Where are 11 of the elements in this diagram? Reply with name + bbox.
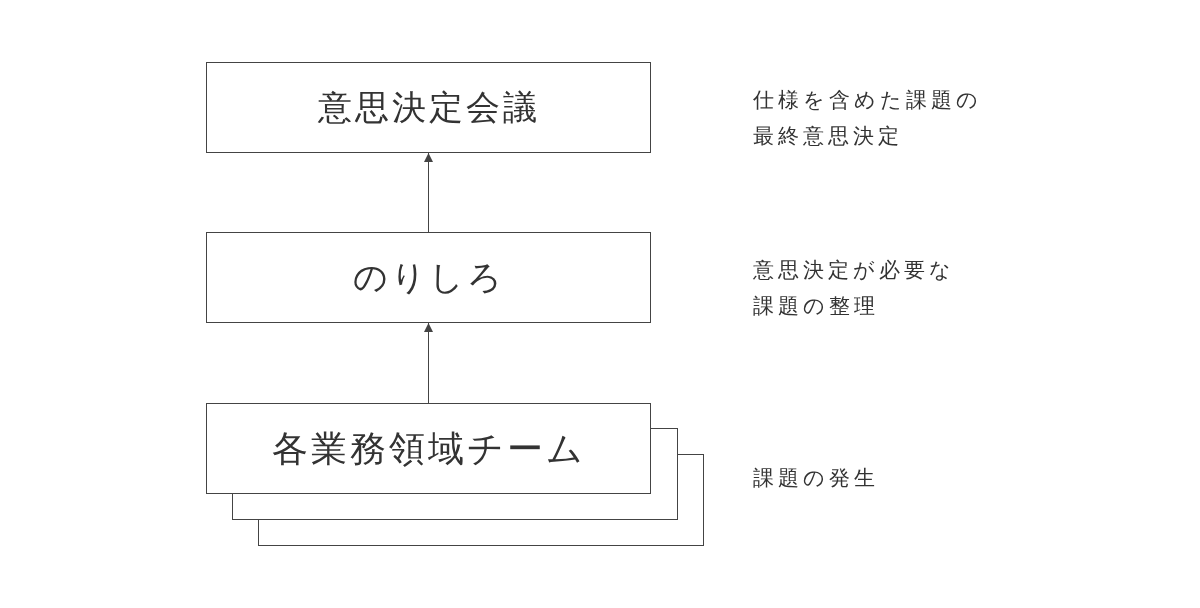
box-label: のりしろ: [352, 256, 505, 299]
box-label: 各業務領域チーム: [271, 426, 586, 471]
arrow: [424, 322, 433, 404]
side-note: 意思決定が必要な課題の整理: [753, 257, 956, 320]
process-box: [206, 232, 651, 323]
arrow: [424, 152, 433, 233]
process-box: [206, 62, 651, 153]
box-label: 意思決定会議: [317, 86, 540, 129]
process-box: [206, 403, 651, 494]
side-note: 仕様を含めた課題の最終意思決定: [753, 87, 983, 150]
side-note: 課題の発生: [753, 465, 880, 492]
